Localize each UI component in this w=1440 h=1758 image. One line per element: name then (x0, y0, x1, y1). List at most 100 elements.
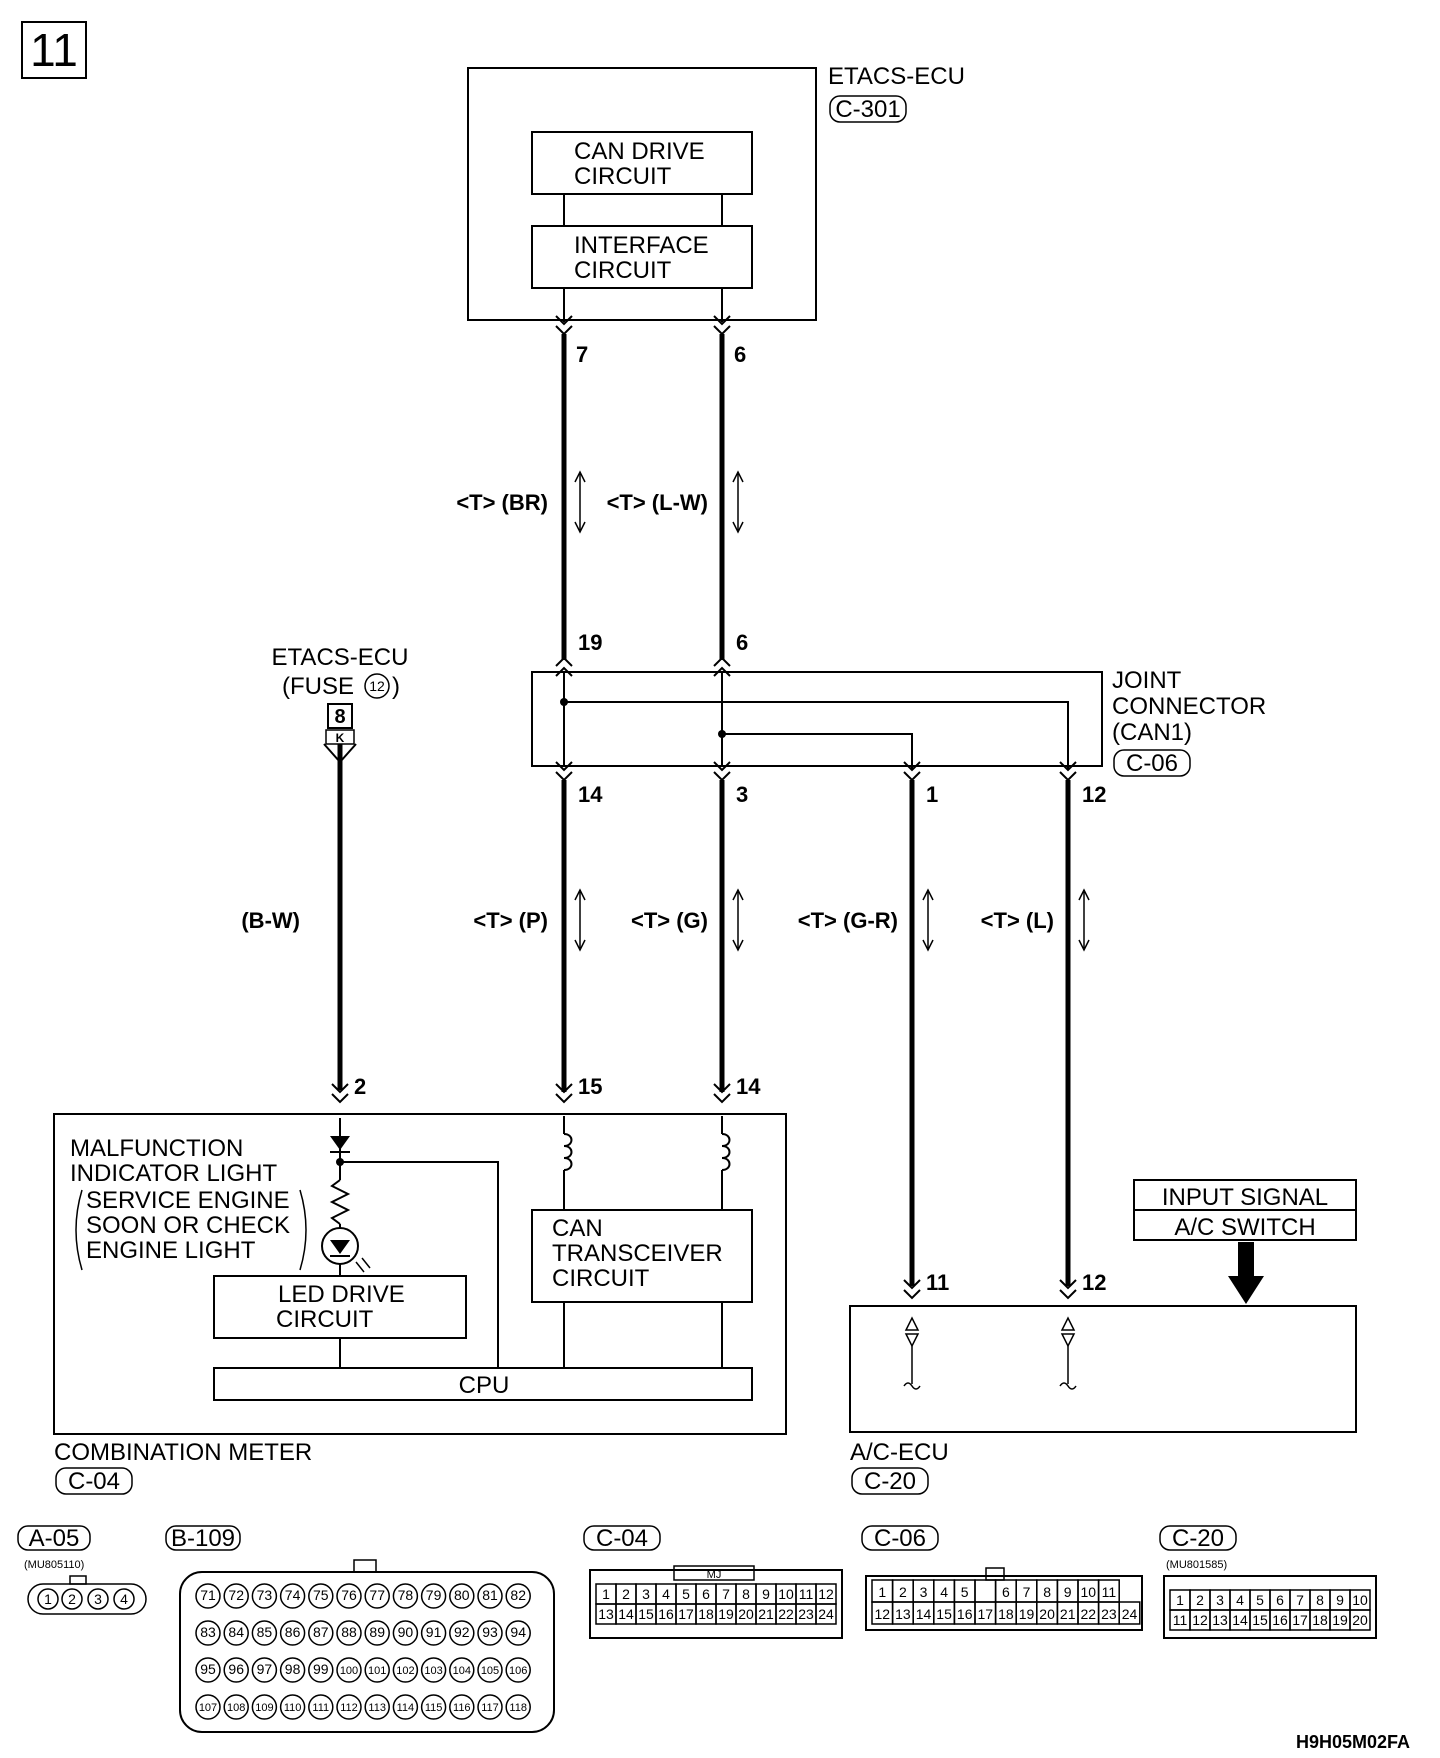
fuse-number-circle (364, 673, 390, 699)
connector-pin (815, 1603, 837, 1625)
connector-pin-label: 6 (702, 1586, 710, 1602)
connector-pin-label: 14 (1232, 1612, 1248, 1628)
bidirectional-arrow-icon (574, 889, 586, 951)
bidirectional-arrow-icon (1078, 889, 1090, 951)
joint-pin-6: 6 (736, 630, 748, 655)
connector-pin-label: 94 (510, 1624, 526, 1640)
connector-pin-label: 118 (509, 1702, 527, 1714)
connector-pin-label: 109 (255, 1702, 273, 1714)
svg-text:C-04: C-04 (596, 1525, 648, 1552)
connector-pin-label: 104 (453, 1665, 471, 1677)
joint-line1: JOINT (1112, 667, 1182, 694)
connector-pin-label: 106 (509, 1665, 527, 1677)
connector-pin (1118, 1601, 1141, 1625)
connector-pin-label: 4 (662, 1586, 670, 1602)
ac-input-symbol (903, 1316, 921, 1390)
connector-pin-label: 99 (313, 1661, 329, 1677)
can-transceiver-line3: CIRCUIT (552, 1265, 650, 1292)
connector-pin-label: 17 (678, 1606, 694, 1622)
connector-pin (308, 1657, 334, 1683)
can-drive-circuit-box (531, 131, 753, 195)
meter-pin-14: 14 (736, 1074, 761, 1099)
connector-pin (420, 1583, 447, 1609)
connector-pin-label: 2 (1196, 1592, 1204, 1608)
svg-text:K: K (336, 731, 345, 745)
connector-pin (477, 1694, 503, 1720)
connector-pin-label: 75 (313, 1587, 329, 1603)
connector-pin-label: 22 (778, 1606, 794, 1622)
connector-pin-label: 24 (818, 1606, 834, 1622)
connector-pin-label: 78 (398, 1587, 414, 1603)
connector-pin-label: 108 (227, 1702, 245, 1714)
connector-pin-label: 101 (368, 1665, 386, 1677)
ac-input-symbol (1059, 1316, 1077, 1390)
connector-pin-label: 112 (340, 1702, 358, 1714)
joint-connector-badge (1113, 749, 1191, 777)
connector-pin-label: 98 (285, 1661, 301, 1677)
svg-text:(MU801585): (MU801585) (1166, 1559, 1227, 1571)
down-arrow-icon (1228, 1242, 1264, 1304)
connector-pin (364, 1620, 390, 1646)
inductor-icon (563, 1116, 573, 1210)
svg-text:4: 4 (120, 1591, 128, 1607)
connector-pin-label: 15 (936, 1606, 952, 1622)
connector-pin (505, 1657, 531, 1683)
connector-pin (364, 1694, 390, 1720)
joint-connector-block: JOINT CONNECTOR (CAN1) C-06 14 3 1 12 (531, 667, 1266, 807)
connector-pin-label: 95 (200, 1661, 216, 1677)
connector-pin-label: 15 (1252, 1612, 1268, 1628)
lower-can-wires: <T> (P) <T> (G) <T> (G-R) <T> (L) 15 14 … (473, 780, 1106, 1299)
ac-pin-12: 12 (1082, 1270, 1106, 1295)
wire-label-gr: <T> (G-R) (798, 908, 898, 933)
connector-pin (223, 1657, 249, 1683)
connector-pin-label: 102 (396, 1665, 414, 1677)
connector-pin-label: 13 (1212, 1612, 1228, 1628)
connector-pin-label: 73 (257, 1587, 273, 1603)
connector-pin-label: 21 (758, 1606, 774, 1622)
bidirectional-arrow-icon (732, 471, 744, 533)
connector-pin (477, 1657, 503, 1683)
connector-pin (336, 1657, 362, 1683)
connector-pin-label: 18 (1312, 1612, 1328, 1628)
connector-pin (420, 1657, 447, 1683)
connector-pin-label: 9 (1336, 1592, 1344, 1608)
connector-pin (505, 1694, 531, 1720)
inductor-icon (721, 1116, 731, 1210)
connector-pin (420, 1694, 447, 1720)
connector-pin-label: 71 (200, 1587, 216, 1603)
joint-pin-12: 12 (1082, 782, 1106, 807)
connector-pin-label: 76 (341, 1587, 357, 1603)
etacs-ecu-title: ETACS-ECU (828, 63, 965, 90)
connector-pin-label: 117 (481, 1702, 499, 1714)
mil-line3: SERVICE ENGINE (86, 1187, 290, 1214)
connector-pin (223, 1620, 249, 1646)
connector-pin-label: 3 (920, 1584, 928, 1600)
cpu-box (213, 1367, 753, 1401)
connector-pin-label: 89 (369, 1624, 385, 1640)
wire-label-l: <T> (L) (981, 908, 1054, 933)
connector-pin (195, 1694, 221, 1720)
connector-pin-label: 19 (718, 1606, 734, 1622)
connector-pin-label: 115 (425, 1702, 443, 1714)
mil-line5: ENGINE LIGHT (86, 1237, 256, 1264)
connector-pin-label: 10 (1352, 1592, 1368, 1608)
led-drive-line1: LED DRIVE (278, 1281, 405, 1308)
connector-pin-label: 23 (798, 1606, 814, 1622)
connector-pin-label: 7 (722, 1586, 730, 1602)
connector-pin-label: 96 (228, 1661, 244, 1677)
connector-pin-label: 5 (1256, 1592, 1264, 1608)
can-transceiver-line2: TRANSCEIVER (552, 1240, 723, 1267)
connector-pin (251, 1620, 278, 1646)
connector-pin (420, 1620, 447, 1646)
meter-connector-badge (55, 1467, 133, 1495)
led-lamp-icon (321, 1227, 371, 1273)
connector-pin-label: 83 (200, 1624, 216, 1640)
wire-label-p: <T> (P) (473, 908, 548, 933)
connector-pin-label: 5 (682, 1586, 690, 1602)
connector-pin (279, 1657, 306, 1683)
can-drive-line1: CAN DRIVE (574, 138, 705, 165)
connector-pin-label: 11 (1173, 1612, 1188, 1628)
connector-pin-label: 81 (482, 1587, 498, 1603)
